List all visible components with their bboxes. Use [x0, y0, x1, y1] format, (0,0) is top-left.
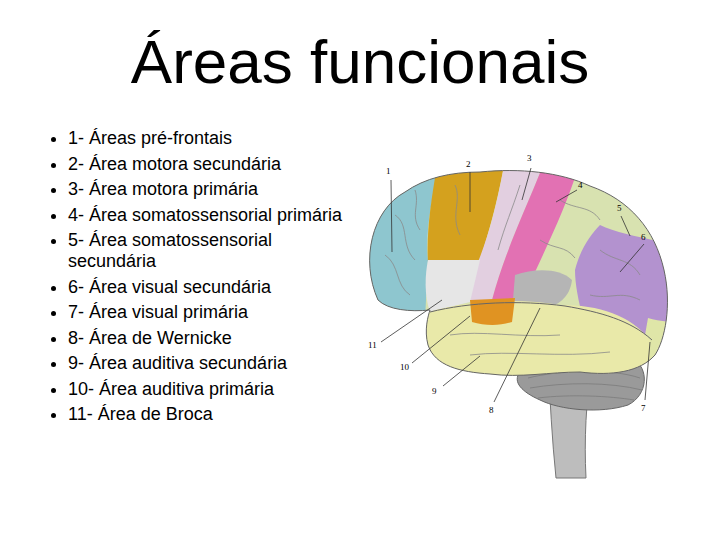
callout-number: 4	[578, 180, 583, 190]
list-item: 11- Área de Broca	[68, 404, 358, 425]
area-list: 1- Áreas pré-frontais 2- Área motora secu…	[40, 128, 358, 430]
callout-number: 2	[466, 159, 471, 169]
callout-number: 5	[617, 203, 622, 213]
callout-number: 1	[386, 166, 391, 176]
list-item: 10- Área auditiva primária	[68, 379, 358, 400]
list-item: 4- Área somatossensorial primária	[68, 205, 358, 226]
list-item: 3- Área motora primária	[68, 179, 358, 200]
callout-number: 10	[400, 362, 409, 372]
callout-number: 6	[641, 232, 646, 242]
list-item: 2- Área motora secundária	[68, 154, 358, 175]
list-item: 9- Área auditiva secundária	[68, 353, 358, 374]
callout-number: 11	[368, 340, 377, 350]
callout-number: 9	[432, 386, 437, 396]
list-item: 8- Área de Wernicke	[68, 328, 358, 349]
callout-number: 8	[489, 405, 494, 415]
list-item: 5- Área somatossensorial secundária	[68, 230, 358, 272]
callout-number: 3	[527, 153, 532, 163]
cerebrum-regions	[350, 160, 690, 390]
list-item: 7- Área visual primária	[68, 302, 358, 323]
list-item: 1- Áreas pré-frontais	[68, 128, 358, 149]
list-item: 6- Área visual secundária	[68, 277, 358, 298]
callout-number: 7	[641, 403, 646, 413]
slide-title: Áreas funcionais	[0, 28, 720, 96]
leader-lines	[381, 168, 650, 402]
